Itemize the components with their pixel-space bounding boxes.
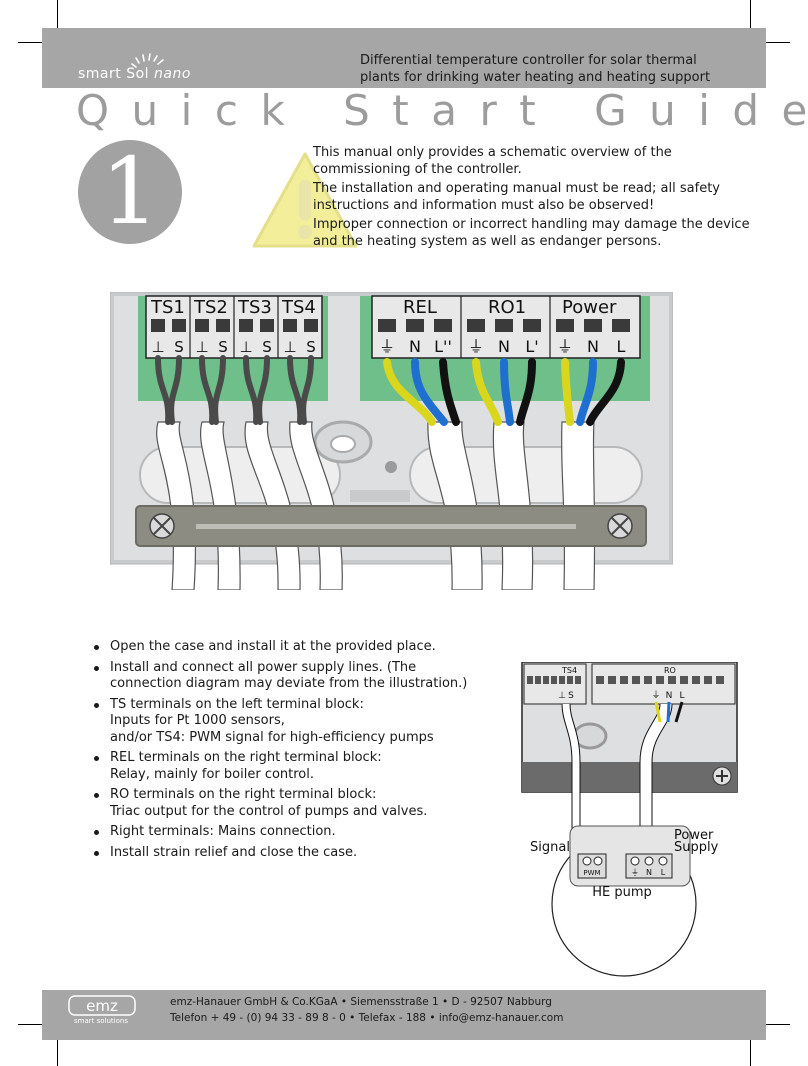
ro-label: RO bbox=[664, 666, 676, 675]
list-item-line: Right terminals: Mains connection. bbox=[110, 824, 336, 839]
pin-label: S bbox=[218, 338, 228, 356]
list-item: RO terminals on the right terminal block… bbox=[92, 787, 512, 820]
list-item-line: Inputs for Pt 1000 sensors, bbox=[110, 713, 285, 728]
list-item: Open the case and install it at the prov… bbox=[92, 639, 512, 656]
group-label-ts4: TS4 bbox=[281, 297, 316, 318]
pin-label: ⏚ bbox=[631, 868, 639, 877]
subtitle-line: Differential temperature controller for … bbox=[360, 53, 697, 68]
pin-label: N bbox=[498, 337, 510, 356]
pin-label: ⏚ bbox=[651, 690, 660, 701]
instruction-list: Open the case and install it at the prov… bbox=[92, 639, 512, 865]
header-subtitle: Differential temperature controller for … bbox=[360, 52, 760, 86]
footer-band bbox=[42, 990, 766, 1040]
pin-label: L bbox=[617, 337, 626, 356]
pin-label: ⏚ bbox=[379, 337, 395, 356]
terminal-wiring-diagram: TS1 TS2 TS3 TS4 REL RO1 Power ⊥ S ⊥ S ⊥ … bbox=[110, 292, 673, 590]
pin-label: L bbox=[679, 691, 684, 701]
sun-rays-icon bbox=[131, 53, 164, 68]
power-label: Power bbox=[674, 828, 714, 843]
crop-mark bbox=[750, 1040, 751, 1066]
crop-mark bbox=[18, 42, 42, 43]
list-item: TS terminals on the left terminal block:… bbox=[92, 697, 512, 747]
crop-mark bbox=[750, 0, 751, 30]
list-item: Install strain relief and close the case… bbox=[92, 845, 512, 862]
list-item-line: Triac output for the control of pumps an… bbox=[110, 803, 428, 819]
pin-label: L'' bbox=[434, 337, 452, 356]
crop-mark bbox=[57, 0, 58, 30]
list-item-line: RO terminals on the right terminal block… bbox=[110, 787, 377, 802]
product-logo: smart Sol nano bbox=[78, 66, 191, 82]
screw-icon bbox=[712, 766, 732, 786]
footer-address: emz-Hanauer GmbH & Co.KGaA • Siemensstra… bbox=[170, 996, 552, 1008]
pin-label: ⊥ bbox=[558, 691, 566, 701]
screw-icon bbox=[149, 513, 175, 539]
company-logo: emz bbox=[68, 995, 136, 1016]
crop-mark bbox=[57, 1040, 58, 1066]
pin-label: S bbox=[306, 338, 316, 356]
pin-label: S bbox=[174, 338, 184, 356]
screw-icon bbox=[607, 513, 633, 539]
pump-label: HE pump bbox=[592, 885, 652, 900]
list-item: REL terminals on the right terminal bloc… bbox=[92, 750, 512, 783]
header-band bbox=[42, 28, 766, 88]
intro-text: This manual only provides a schematic ov… bbox=[313, 145, 753, 253]
pin-label: ⊥ bbox=[195, 338, 208, 356]
list-item-line: connection diagram may deviate from the … bbox=[110, 676, 468, 691]
pump-wiring-diagram: TS4 RO ⊥ S ⏚ N L PWM ⏚ N L HE pump bbox=[521, 662, 738, 977]
list-item-line: and/or TS4: PWM signal for high-efficien… bbox=[110, 729, 434, 745]
pin-label: N bbox=[666, 691, 673, 701]
pin-label: ⏚ bbox=[557, 337, 573, 356]
crop-mark bbox=[18, 1024, 42, 1025]
ts4-label: TS4 bbox=[561, 666, 577, 675]
page-title: Quick Start Guide bbox=[76, 86, 808, 135]
pin-label: S bbox=[568, 691, 574, 701]
list-item-line: Relay, mainly for boiler control. bbox=[110, 766, 315, 782]
crop-mark bbox=[766, 1024, 790, 1025]
step-number-badge: 1 bbox=[78, 140, 182, 244]
pin-label: ⊥ bbox=[283, 338, 296, 356]
power-label: Supply bbox=[674, 840, 719, 855]
crop-mark bbox=[766, 42, 790, 43]
intro-paragraph: This manual only provides a schematic ov… bbox=[313, 145, 672, 177]
pin-label: ⊥ bbox=[239, 338, 252, 356]
logo-wordmark: emz bbox=[86, 997, 118, 1015]
logo-brand: smart Sol bbox=[78, 66, 150, 82]
group-label-rel: REL bbox=[403, 297, 437, 318]
list-item: Install and connect all power supply lin… bbox=[92, 660, 512, 693]
intro-paragraph: The installation and operating manual mu… bbox=[313, 181, 720, 213]
signal-label: Signal bbox=[530, 840, 570, 855]
subtitle-line: plants for drinking water heating and he… bbox=[360, 70, 711, 85]
pin-label: S bbox=[262, 338, 272, 356]
intro-paragraph: Improper connection or incorrect handlin… bbox=[313, 217, 750, 249]
list-item-line: Install and connect all power supply lin… bbox=[110, 659, 417, 675]
footer-contact: Telefon + 49 - (0) 94 33 - 89 8 - 0 • Te… bbox=[170, 1012, 564, 1024]
pin-label: ⊥ bbox=[151, 338, 164, 356]
group-label-ro1: RO1 bbox=[488, 297, 526, 318]
pin-label: L bbox=[661, 868, 666, 877]
group-label-ts3: TS3 bbox=[237, 297, 272, 318]
pin-label: N bbox=[646, 868, 652, 877]
logo-variant: nano bbox=[154, 66, 191, 82]
pin-label: L' bbox=[525, 337, 538, 356]
warning-icon bbox=[252, 152, 358, 248]
list-item-line: REL terminals on the right terminal bloc… bbox=[110, 750, 382, 765]
group-label-ts2: TS2 bbox=[193, 297, 228, 318]
logo-tagline: smart solutions bbox=[74, 1017, 128, 1025]
pin-label: N bbox=[587, 337, 599, 356]
list-item: Right terminals: Mains connection. bbox=[92, 824, 512, 841]
pin-label: ⏚ bbox=[468, 337, 484, 356]
list-item-line: Open the case and install it at the prov… bbox=[110, 639, 436, 654]
group-label-ts1: TS1 bbox=[150, 297, 185, 318]
pin-label: N bbox=[409, 337, 421, 356]
group-label-power: Power bbox=[562, 297, 617, 318]
list-item-line: Install strain relief and close the case… bbox=[110, 844, 358, 860]
pwm-label: PWM bbox=[583, 869, 600, 877]
list-item-line: TS terminals on the left terminal block: bbox=[110, 696, 364, 712]
